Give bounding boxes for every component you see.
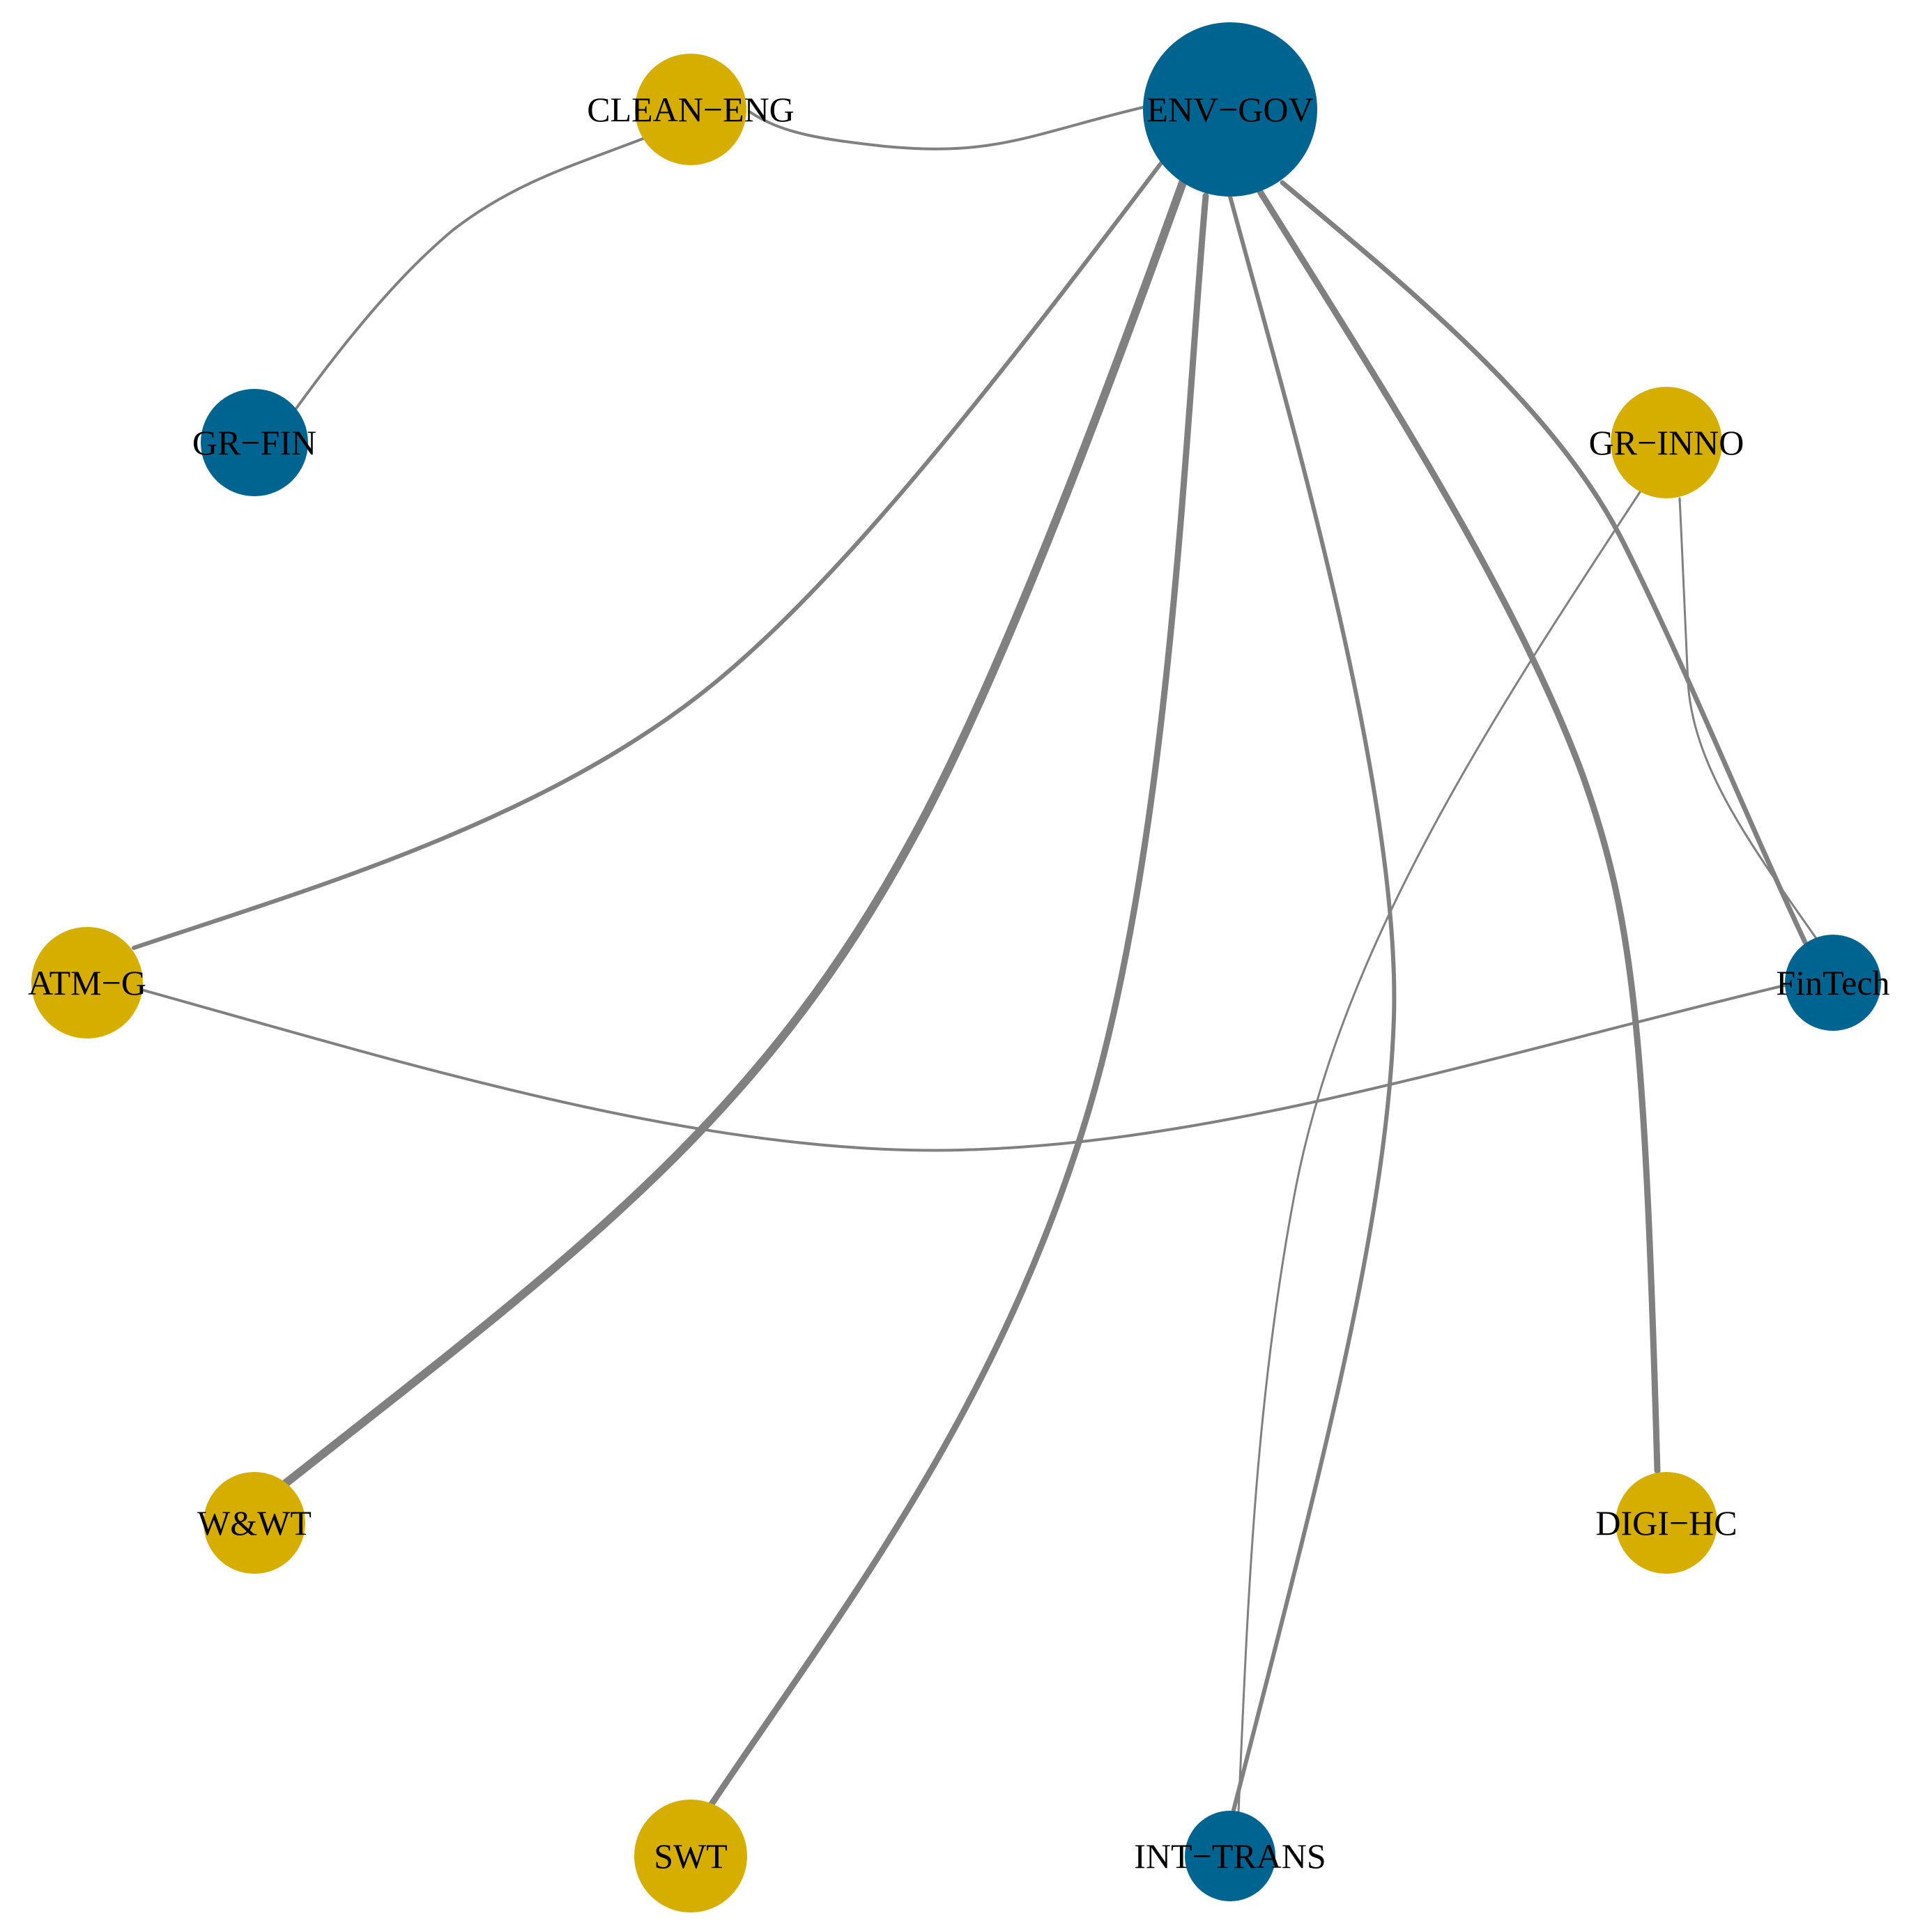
node-circle <box>201 389 308 496</box>
node-circle <box>1143 22 1317 197</box>
edge-layer <box>132 106 1820 1814</box>
edge-env-to-swt <box>707 192 1209 1809</box>
edge-env-to-clean <box>748 106 1144 151</box>
edge-env-to-digi <box>1257 188 1661 1474</box>
node-fin: FinTech <box>1776 935 1890 1031</box>
node-label: CLEAN−ENG <box>587 90 795 129</box>
node-label: DIGI−HC <box>1595 1503 1737 1542</box>
edge-env-to-int <box>1228 194 1397 1812</box>
node-label: GR−INNO <box>1589 423 1744 462</box>
node-label: W&WT <box>197 1503 312 1542</box>
node-swt: SWT <box>634 1800 747 1912</box>
edge-fin-to-grinno <box>1678 497 1820 944</box>
node-circle <box>204 1472 305 1574</box>
node-label: INT−TRANS <box>1134 1837 1326 1876</box>
node-circle <box>1616 1472 1717 1574</box>
edge-env-to-atm <box>132 155 1167 950</box>
edge-grfin-to-clean <box>295 137 646 410</box>
node-label: ENV−GOV <box>1146 90 1313 129</box>
node-circle <box>1785 935 1881 1031</box>
node-circle <box>1611 387 1722 498</box>
node-layer: ENV−GOV CLEAN−ENG GR−FIN GR−INNO ATM−G FinTec… <box>28 22 1890 1912</box>
node-atm: ATM−G <box>28 927 146 1038</box>
node-label: ATM−G <box>28 963 146 1002</box>
node-label: SWT <box>654 1837 728 1876</box>
node-grfin: GR−FIN <box>192 389 316 496</box>
edge-fin-to-atm <box>140 984 1786 1152</box>
node-circle <box>635 54 746 165</box>
node-label: GR−FIN <box>192 423 316 462</box>
edge-env-to-fin <box>1280 180 1808 945</box>
node-grinno: GR−INNO <box>1589 387 1744 498</box>
edge-env-to-wwt <box>278 178 1187 1490</box>
node-wwt: W&WT <box>197 1472 312 1574</box>
edge-int-to-grinno <box>1237 486 1644 1814</box>
node-circle <box>1185 1811 1275 1901</box>
node-int: INT−TRANS <box>1134 1811 1326 1901</box>
node-env: ENV−GOV <box>1143 22 1317 197</box>
node-circle <box>31 927 143 1038</box>
node-circle <box>634 1800 747 1912</box>
node-clean: CLEAN−ENG <box>587 54 795 165</box>
node-digi: DIGI−HC <box>1595 1472 1737 1574</box>
node-label: FinTech <box>1776 963 1889 1002</box>
